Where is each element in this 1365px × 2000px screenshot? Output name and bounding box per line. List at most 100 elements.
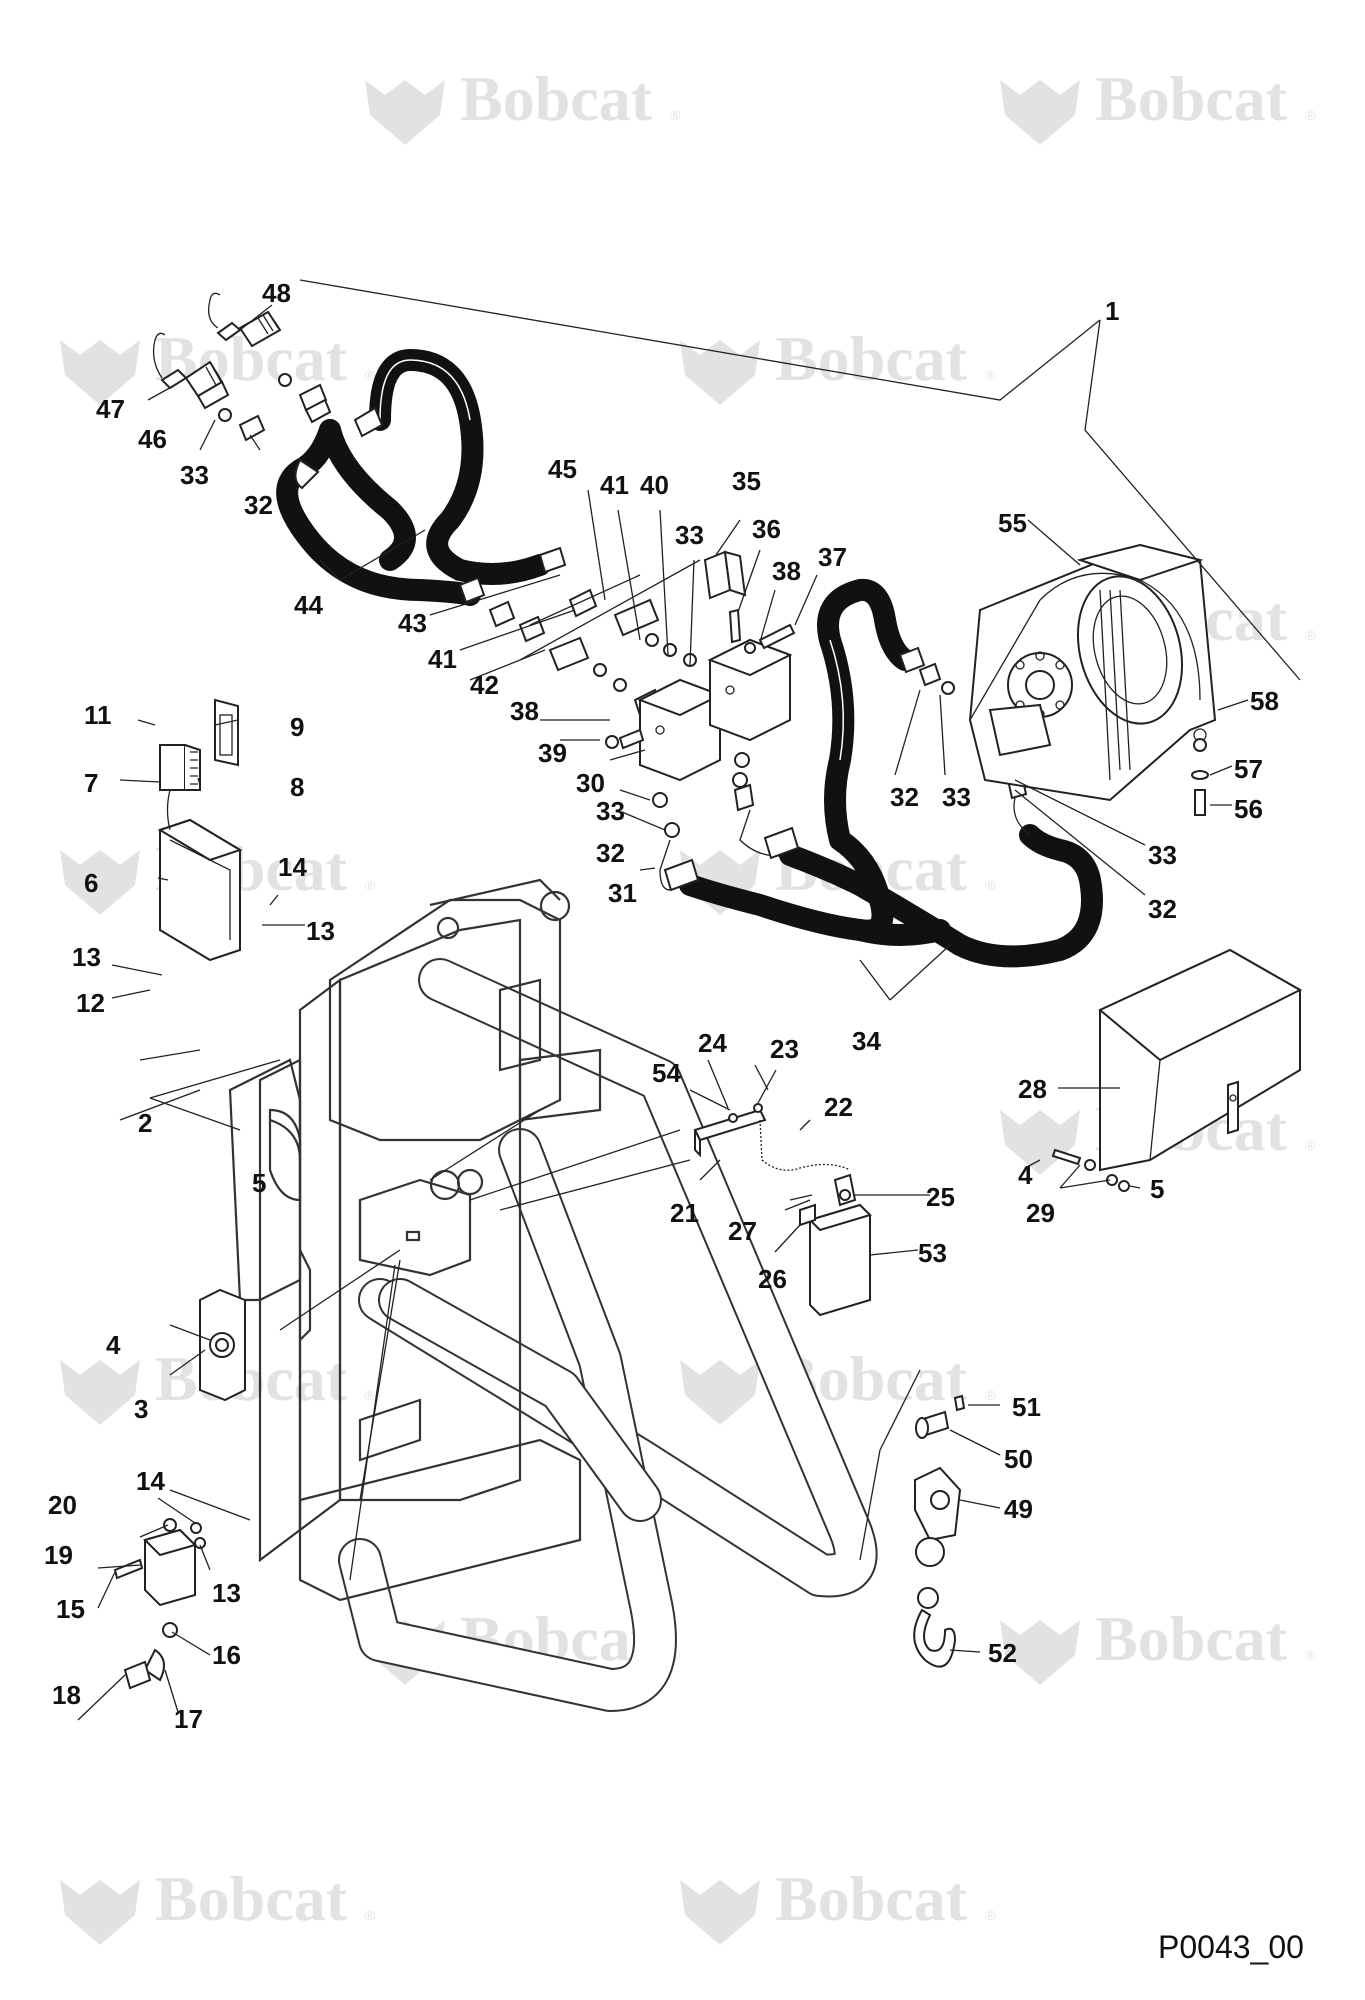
callout-33-c: 33 (596, 796, 625, 826)
bracket-plate-3 (199, 1288, 246, 1402)
control-module (157, 698, 243, 962)
bobcat-watermark: Bobcat ® (680, 323, 996, 405)
callout-21: 21 (670, 1198, 699, 1228)
watermark-brand: Bobcat (460, 63, 653, 134)
watermark-registered-mark: ® (365, 877, 376, 893)
watermark-brand: Bobcat (1095, 1603, 1288, 1674)
callout-13-b: 13 (72, 942, 101, 972)
callout-32-b: 32 (596, 838, 625, 868)
callout-16: 16 (212, 1640, 241, 1670)
callout-labels: 1 48 47 46 33 32 44 45 41 40 35 33 36 38… (44, 278, 1279, 1734)
guard-28 (1051, 948, 1303, 1192)
callout-55: 55 (998, 508, 1027, 538)
callout-53: 53 (918, 1238, 947, 1268)
watermark-registered-mark: ® (1305, 1647, 1316, 1663)
callout-57: 57 (1234, 754, 1263, 784)
callout-32-c: 32 (890, 782, 919, 812)
drawing-code: P0043_00 (1158, 1929, 1304, 1965)
callout-33-b: 33 (675, 520, 704, 550)
snatch-block (913, 1394, 966, 1668)
bobcat-logo-icon (60, 1360, 140, 1425)
callout-47: 47 (96, 394, 125, 424)
callout-9: 9 (290, 712, 304, 742)
bobcat-logo-icon (365, 80, 445, 145)
hose-44 (276, 349, 567, 606)
watermark-registered-mark: ® (985, 1907, 996, 1923)
callout-3: 3 (134, 1394, 148, 1424)
bobcat-logo-icon (680, 1880, 760, 1945)
callout-33-a: 33 (180, 460, 209, 490)
callout-54: 54 (652, 1058, 681, 1088)
callout-17: 17 (174, 1704, 203, 1734)
watermark-registered-mark: ® (365, 367, 376, 383)
bobcat-logo-icon (1000, 1620, 1080, 1685)
callout-38-a: 38 (772, 556, 801, 586)
callout-48: 48 (262, 278, 291, 308)
callout-43: 43 (398, 608, 427, 638)
callout-11: 11 (84, 700, 112, 730)
callout-41-b: 41 (428, 644, 457, 674)
watermark-brand: Bobcat (775, 1863, 968, 1934)
callout-13-a: 13 (306, 916, 335, 946)
winch-assembly (968, 543, 1217, 816)
watermark-brand: Bobcat (155, 1863, 348, 1934)
callout-25: 25 (926, 1182, 955, 1212)
bobcat-logo-icon (1000, 1110, 1080, 1175)
remote-switch (693, 1103, 872, 1317)
bobcat-logo-icon (60, 1880, 140, 1945)
bobcat-logo-icon (60, 850, 140, 915)
bobcat-watermark: Bobcat ® (60, 1863, 376, 1945)
callout-44: 44 (294, 590, 323, 620)
watermark-registered-mark: ® (1305, 1137, 1316, 1153)
watermark-registered-mark: ® (985, 367, 996, 383)
callout-33-e: 33 (1148, 840, 1177, 870)
callout-56: 56 (1234, 794, 1263, 824)
watermark-registered-mark: ® (985, 877, 996, 893)
watermark-registered-mark: ® (670, 107, 681, 123)
callout-31: 31 (608, 878, 637, 908)
callout-41-a: 41 (600, 470, 629, 500)
callout-29: 29 (1026, 1198, 1055, 1228)
callout-26: 26 (758, 1264, 787, 1294)
callout-35: 35 (732, 466, 761, 496)
watermark-brand: Bobcat (1095, 63, 1288, 134)
bobcat-watermark: Bobcat® (1000, 63, 1316, 145)
callout-30: 30 (576, 768, 605, 798)
callout-8: 8 (290, 772, 304, 802)
callout-20: 20 (48, 1490, 77, 1520)
callout-42: 42 (470, 670, 499, 700)
watermark-brand: Bobcat (775, 323, 968, 394)
callout-13-c: 13 (212, 1578, 241, 1608)
bobcat-watermark: Bobcat ® (365, 63, 681, 145)
callout-18: 18 (52, 1680, 81, 1710)
bobcat-logo-icon (680, 340, 760, 405)
quick-couplers (152, 292, 332, 442)
callout-38-b: 38 (510, 696, 539, 726)
callout-7: 7 (84, 768, 98, 798)
callout-51: 51 (1012, 1392, 1041, 1422)
hose-34 (663, 578, 1103, 968)
watermark-registered-mark: ® (1305, 627, 1316, 643)
leader-lines (77, 279, 1301, 1721)
callout-5-a: 5 (252, 1168, 266, 1198)
bobcat-watermark: Bobcat® (680, 1343, 996, 1425)
callout-24: 24 (698, 1028, 727, 1058)
callout-39: 39 (538, 738, 567, 768)
callout-12: 12 (76, 988, 105, 1018)
callout-28: 28 (1018, 1074, 1047, 1104)
callout-46: 46 (138, 424, 167, 454)
callout-40: 40 (640, 470, 669, 500)
callout-34: 34 (852, 1026, 881, 1056)
bobcat-watermark: Bobcat ® (680, 1863, 996, 1945)
callout-14-b: 14 (136, 1466, 165, 1496)
watermark-registered-mark: ® (365, 1907, 376, 1923)
bobcat-logo-icon (1000, 80, 1080, 145)
bobcat-logo-icon (680, 1360, 760, 1425)
watermark-registered-mark: ® (985, 1387, 996, 1403)
adapter-fittings (488, 559, 701, 717)
callout-45: 45 (548, 454, 577, 484)
callout-22: 22 (824, 1092, 853, 1122)
callout-5-b: 5 (1150, 1174, 1164, 1204)
callout-36: 36 (752, 514, 781, 544)
